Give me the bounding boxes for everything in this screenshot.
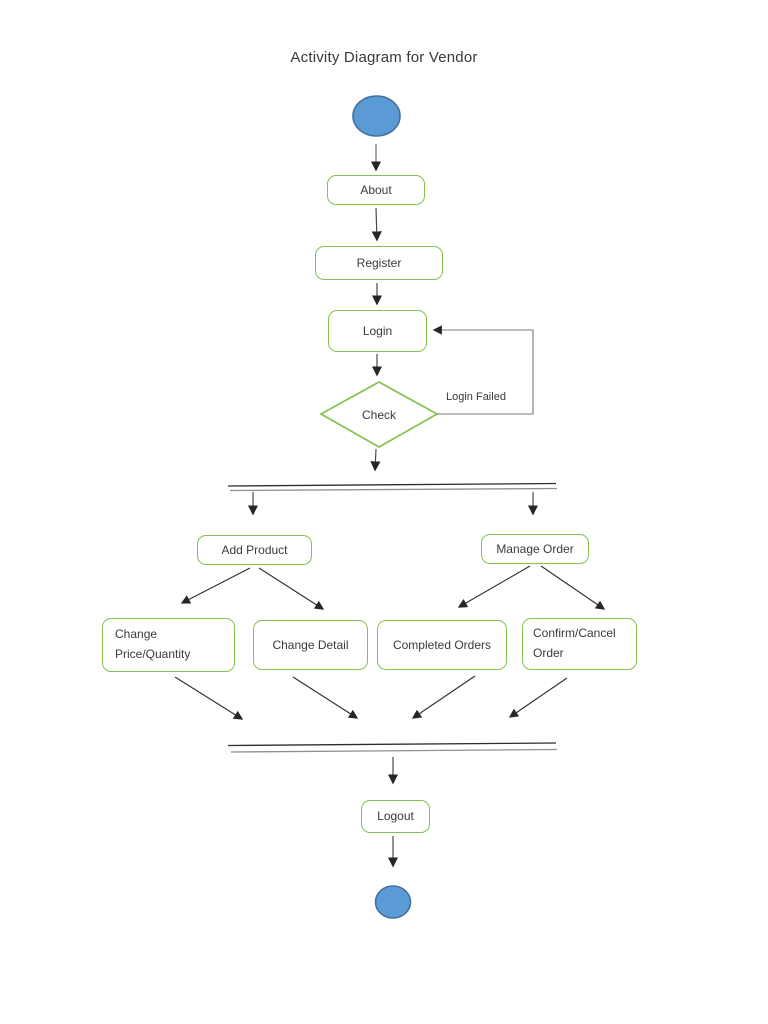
activity-manage-order-label: Manage Order (496, 541, 574, 556)
activity-register-label: Register (356, 255, 402, 270)
activity-logout-label: Logout (377, 809, 414, 823)
arrow-manage-order-to-confirm-cancel (540, 565, 606, 610)
fork-bar-shadow (229, 487, 558, 492)
activity-change-detail-label: Change Detail (272, 637, 349, 652)
activity-login-label: Login (362, 323, 393, 338)
decision-check-text: Check (361, 407, 396, 422)
activity-manage-order: Manage Order (481, 534, 589, 564)
arrow-about-to-register (371, 207, 382, 242)
activity-logout: Logout (361, 800, 430, 833)
activity-confirm-cancel-order: Confirm/Cancel Order (522, 618, 637, 670)
diagram-title: Activity Diagram for Vendor (290, 49, 478, 66)
arrow-change-detail-to-join (292, 676, 359, 719)
decision-check-label: Check (321, 382, 437, 447)
activity-change-detail: Change Detail (253, 620, 368, 670)
arrow-check-to-fork (370, 448, 381, 472)
edge-label-login-failed: Login Failed (446, 391, 506, 403)
arrow-add-product-to-change-detail (258, 567, 325, 610)
activity-change-price-quantity: Change Price/Quantity (102, 618, 235, 672)
activity-add-product: Add Product (197, 535, 312, 565)
activity-completed-orders: Completed Orders (377, 620, 507, 670)
activity-register: Register (315, 246, 443, 280)
activity-completed-orders-label: Completed Orders (392, 637, 492, 652)
arrow-add-product-to-change-price (180, 567, 251, 604)
activity-login: Login (328, 310, 427, 352)
start-node-icon (352, 95, 401, 137)
arrow-confirm-cancel-to-join (508, 677, 568, 718)
arrow-loop-login-failed (432, 325, 534, 415)
arrow-change-price-to-join (174, 676, 244, 720)
join-bar-shadow (230, 748, 558, 753)
activity-confirm-cancel-line1: Confirm/Cancel (533, 626, 616, 641)
arrow-manage-order-to-completed (457, 565, 531, 608)
activity-add-product-label: Add Product (221, 542, 288, 557)
decision-diamond-check (319, 381, 439, 448)
activity-about: About (327, 175, 425, 205)
activity-change-price-line1: Change (115, 627, 158, 642)
activity-confirm-cancel-line2: Order (533, 646, 564, 660)
fork-bar-icon (227, 482, 557, 487)
arrow-completed-to-join (411, 675, 476, 719)
activity-about-label: About (360, 182, 392, 197)
join-bar-icon (227, 742, 557, 747)
end-node-icon (374, 885, 412, 919)
activity-change-price-line2: Price/Quantity (115, 647, 191, 661)
